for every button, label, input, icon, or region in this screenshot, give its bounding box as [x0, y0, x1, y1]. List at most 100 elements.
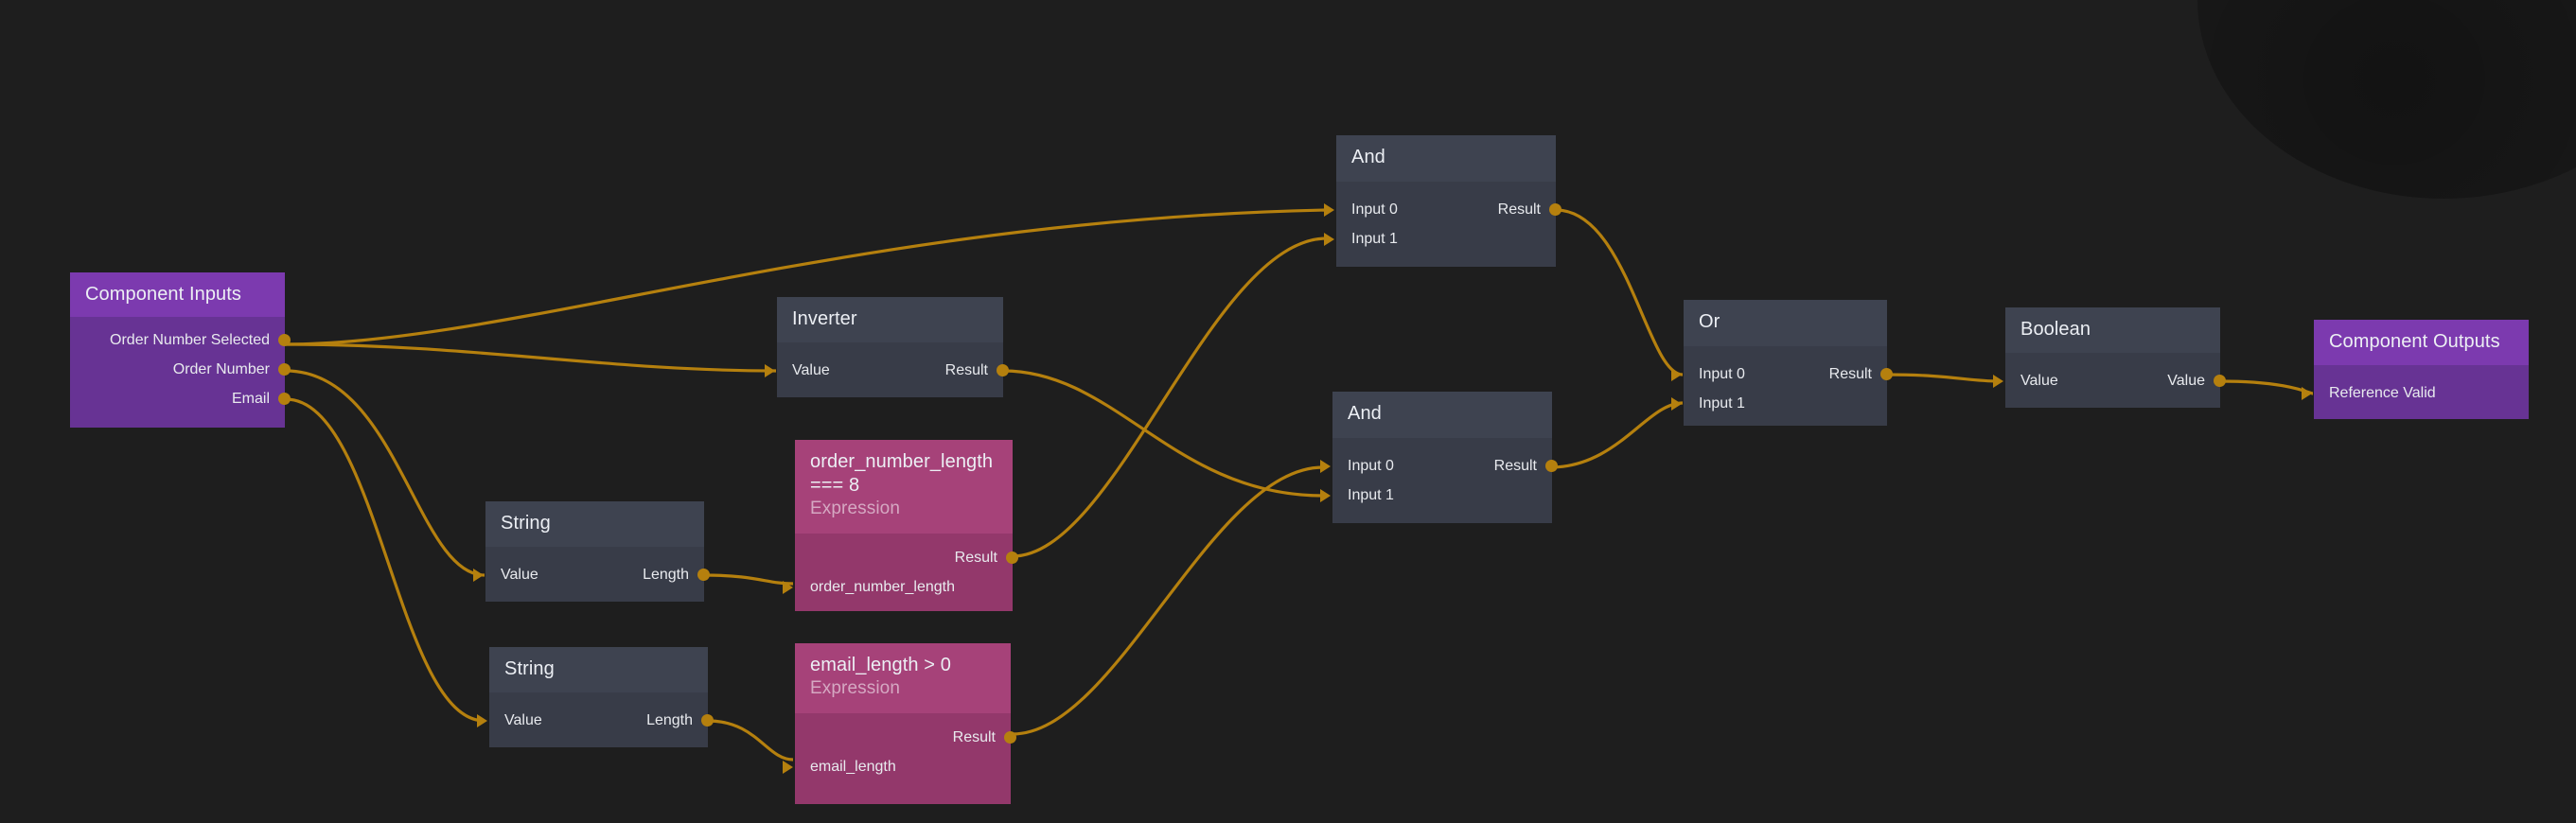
port-row-email-length[interactable]: email_length	[783, 752, 1011, 781]
port-label: Value	[504, 712, 542, 728]
input-port[interactable]	[1324, 203, 1334, 217]
port-row-value[interactable]: Value Result	[765, 356, 1009, 385]
node-inverter[interactable]: Inverter Value Result	[765, 297, 1009, 397]
node-title: String	[504, 658, 555, 679]
output-port[interactable]	[701, 714, 714, 727]
node-and-top[interactable]: And Input 0 Result Input 1	[1324, 135, 1561, 267]
output-port[interactable]	[1880, 368, 1893, 380]
edge-ordernumber-to-string1	[285, 369, 485, 577]
input-port[interactable]	[1324, 233, 1334, 246]
port-label: Input 1	[1699, 395, 1745, 412]
input-port[interactable]	[477, 714, 487, 727]
node-and-bottom[interactable]: And Input 0 Result Input 1	[1320, 392, 1558, 523]
edge-and-top-to-or	[1555, 208, 1684, 376]
port-label: Order Number Selected	[110, 332, 270, 348]
node-header: String	[485, 501, 704, 547]
node-header: And	[1332, 392, 1552, 438]
node-string-email[interactable]: String Value Length	[477, 647, 714, 747]
port-row-input-1[interactable]: Input 1	[1671, 389, 1887, 418]
port-row-input-1[interactable]: Input 1	[1320, 481, 1552, 510]
output-port[interactable]	[697, 569, 710, 581]
input-port[interactable]	[1320, 489, 1331, 502]
port-label: Input 1	[1348, 487, 1394, 503]
node-component-inputs[interactable]: Component Inputs Order Number Selected O…	[70, 272, 291, 428]
node-subtitle: Expression	[810, 678, 900, 698]
port-row-order-number-length[interactable]: order_number_length	[783, 572, 1013, 602]
output-port[interactable]	[278, 393, 291, 405]
node-title: Component Inputs	[85, 284, 242, 305]
node-header: email_length > 0 Expression	[795, 643, 1011, 713]
node-title: And	[1348, 403, 1382, 424]
output-port[interactable]	[1004, 731, 1016, 744]
node-body: Value Result	[765, 342, 1009, 397]
node-title: Component Outputs	[2329, 331, 2500, 352]
node-body: Result order_number_length	[783, 534, 1018, 611]
node-header: And	[1336, 135, 1556, 182]
node-body: Result email_length	[783, 713, 1016, 804]
node-title: And	[1351, 147, 1385, 167]
node-title: String	[501, 513, 551, 534]
output-port[interactable]	[278, 363, 291, 376]
input-port[interactable]	[1993, 375, 2003, 388]
node-subtitle: Expression	[810, 499, 900, 518]
port-row-value[interactable]: Value Value	[1993, 366, 2226, 395]
edge-boolean-to-outputs	[2219, 379, 2314, 395]
edge-expr2-to-and-bottom	[1012, 465, 1324, 736]
port-row-order-number[interactable]: Order Number	[70, 355, 291, 384]
node-boolean[interactable]: Boolean Value Value	[1993, 307, 2226, 408]
node-header: Boolean	[2005, 307, 2220, 353]
node-body: Input 0 Result Input 1	[1324, 182, 1561, 267]
edge-ons-to-inverter	[285, 342, 777, 373]
port-label: Input 1	[1351, 231, 1398, 247]
port-row-value[interactable]: Value Length	[477, 706, 714, 735]
port-label: Order Number	[172, 361, 270, 377]
port-row-reference-valid[interactable]: Reference Valid	[2302, 378, 2529, 408]
output-port[interactable]	[1006, 552, 1018, 564]
node-body: Reference Valid	[2302, 365, 2529, 419]
node-expression-email-length[interactable]: email_length > 0 Expression Result email…	[783, 643, 1016, 804]
input-port[interactable]	[1320, 460, 1331, 473]
port-label: Email	[231, 391, 270, 407]
port-row-order-number-selected[interactable]: Order Number Selected	[70, 325, 291, 355]
output-port[interactable]	[2214, 375, 2226, 387]
port-label: Result	[944, 362, 988, 378]
port-row-result[interactable]: Result	[795, 723, 1016, 752]
input-port[interactable]	[783, 581, 793, 594]
port-row-input-0[interactable]: Input 0 Result	[1324, 195, 1561, 224]
output-port[interactable]	[1545, 460, 1558, 472]
edge-strlen1-to-expr1	[703, 573, 794, 586]
input-port[interactable]	[765, 364, 775, 377]
node-or[interactable]: Or Input 0 Result Input 1	[1671, 300, 1893, 426]
input-port[interactable]	[783, 761, 793, 774]
input-port[interactable]	[473, 569, 484, 582]
node-header: String	[489, 647, 708, 692]
port-row-input-0[interactable]: Input 0 Result	[1671, 359, 1893, 389]
port-row-input-0[interactable]: Input 0 Result	[1320, 451, 1558, 481]
port-row-input-1[interactable]: Input 1	[1324, 224, 1556, 254]
input-port[interactable]	[1671, 397, 1682, 411]
port-row-email[interactable]: Email	[70, 384, 291, 413]
port-label: email_length	[810, 759, 896, 775]
node-body: Value Length	[477, 692, 714, 747]
node-component-outputs[interactable]: Component Outputs Reference Valid	[2302, 320, 2529, 419]
input-port[interactable]	[2302, 387, 2312, 400]
port-label: Value	[2020, 373, 2058, 389]
edge-inverter-to-and-bottom	[1002, 369, 1324, 498]
node-body: Order Number Selected Order Number Email	[70, 317, 291, 428]
port-row-result[interactable]: Result	[795, 543, 1018, 572]
output-port[interactable]	[278, 334, 291, 346]
port-row-value[interactable]: Value Length	[473, 560, 710, 589]
port-label: Reference Valid	[2329, 385, 2436, 401]
node-title: email_length > 0	[810, 655, 951, 675]
node-expression-order-number-length[interactable]: order_number_length === 8 Expression Res…	[783, 440, 1018, 611]
edge-strlen2-to-expr2	[707, 719, 794, 762]
output-port[interactable]	[997, 364, 1009, 376]
port-label: Input 0	[1351, 201, 1398, 218]
input-port[interactable]	[1671, 368, 1682, 381]
canvas-vignette	[2197, 0, 2576, 199]
node-string-order-number[interactable]: String Value Length	[473, 501, 710, 602]
output-port[interactable]	[1549, 203, 1561, 216]
node-title: Inverter	[792, 308, 857, 329]
port-label: Result	[952, 729, 996, 745]
